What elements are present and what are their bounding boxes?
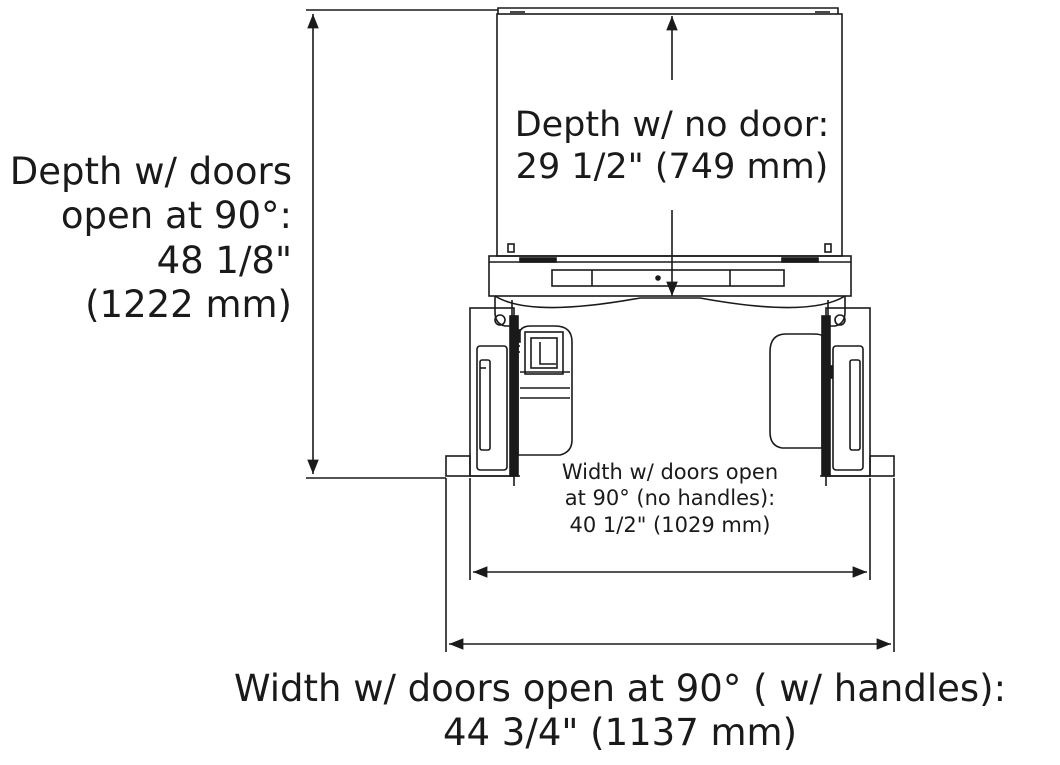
label-line: Width w/ doors open at 90° ( w/ handles)…: [233, 667, 1007, 710]
label-line: 44 3/4" (1137 mm): [442, 711, 798, 755]
label-line: at 90° (no handles):: [564, 486, 776, 511]
width-no-handles-label: Width w/ doors open at 90° (no handles):…: [520, 459, 820, 538]
right-door-handle: [869, 455, 895, 477]
depth-doors-open-label: Depth w/ doors open at 90°: 48 1/8" (122…: [0, 150, 292, 328]
width-no-handles-dimension-line: [469, 478, 871, 580]
left-basket: [511, 325, 573, 456]
depth-doors-dimension-line: [306, 9, 498, 479]
label-line: 29 1/2" (749 mm): [515, 147, 829, 187]
depth-no-door-label: Depth w/ no door: 29 1/2" (749 mm): [512, 104, 832, 188]
label-line: Depth w/ doors: [9, 150, 292, 193]
left-door-handle: [445, 455, 471, 477]
width-with-handles-label: Width w/ doors open at 90° ( w/ handles)…: [180, 667, 1060, 756]
base-footing: [513, 476, 827, 486]
right-door: [820, 307, 871, 477]
label-line: open at 90°:: [60, 194, 292, 238]
label-line: (1222 mm): [85, 283, 292, 327]
label-line: 40 1/2" (1029 mm): [569, 512, 771, 537]
front-panel: [488, 255, 852, 327]
label-line: 48 1/8": [156, 238, 292, 282]
width-handles-dimension-line: [445, 478, 895, 652]
label-line: Depth w/ no door:: [514, 105, 830, 145]
right-basket: [769, 333, 833, 449]
label-line: Width w/ doors open: [561, 460, 779, 484]
